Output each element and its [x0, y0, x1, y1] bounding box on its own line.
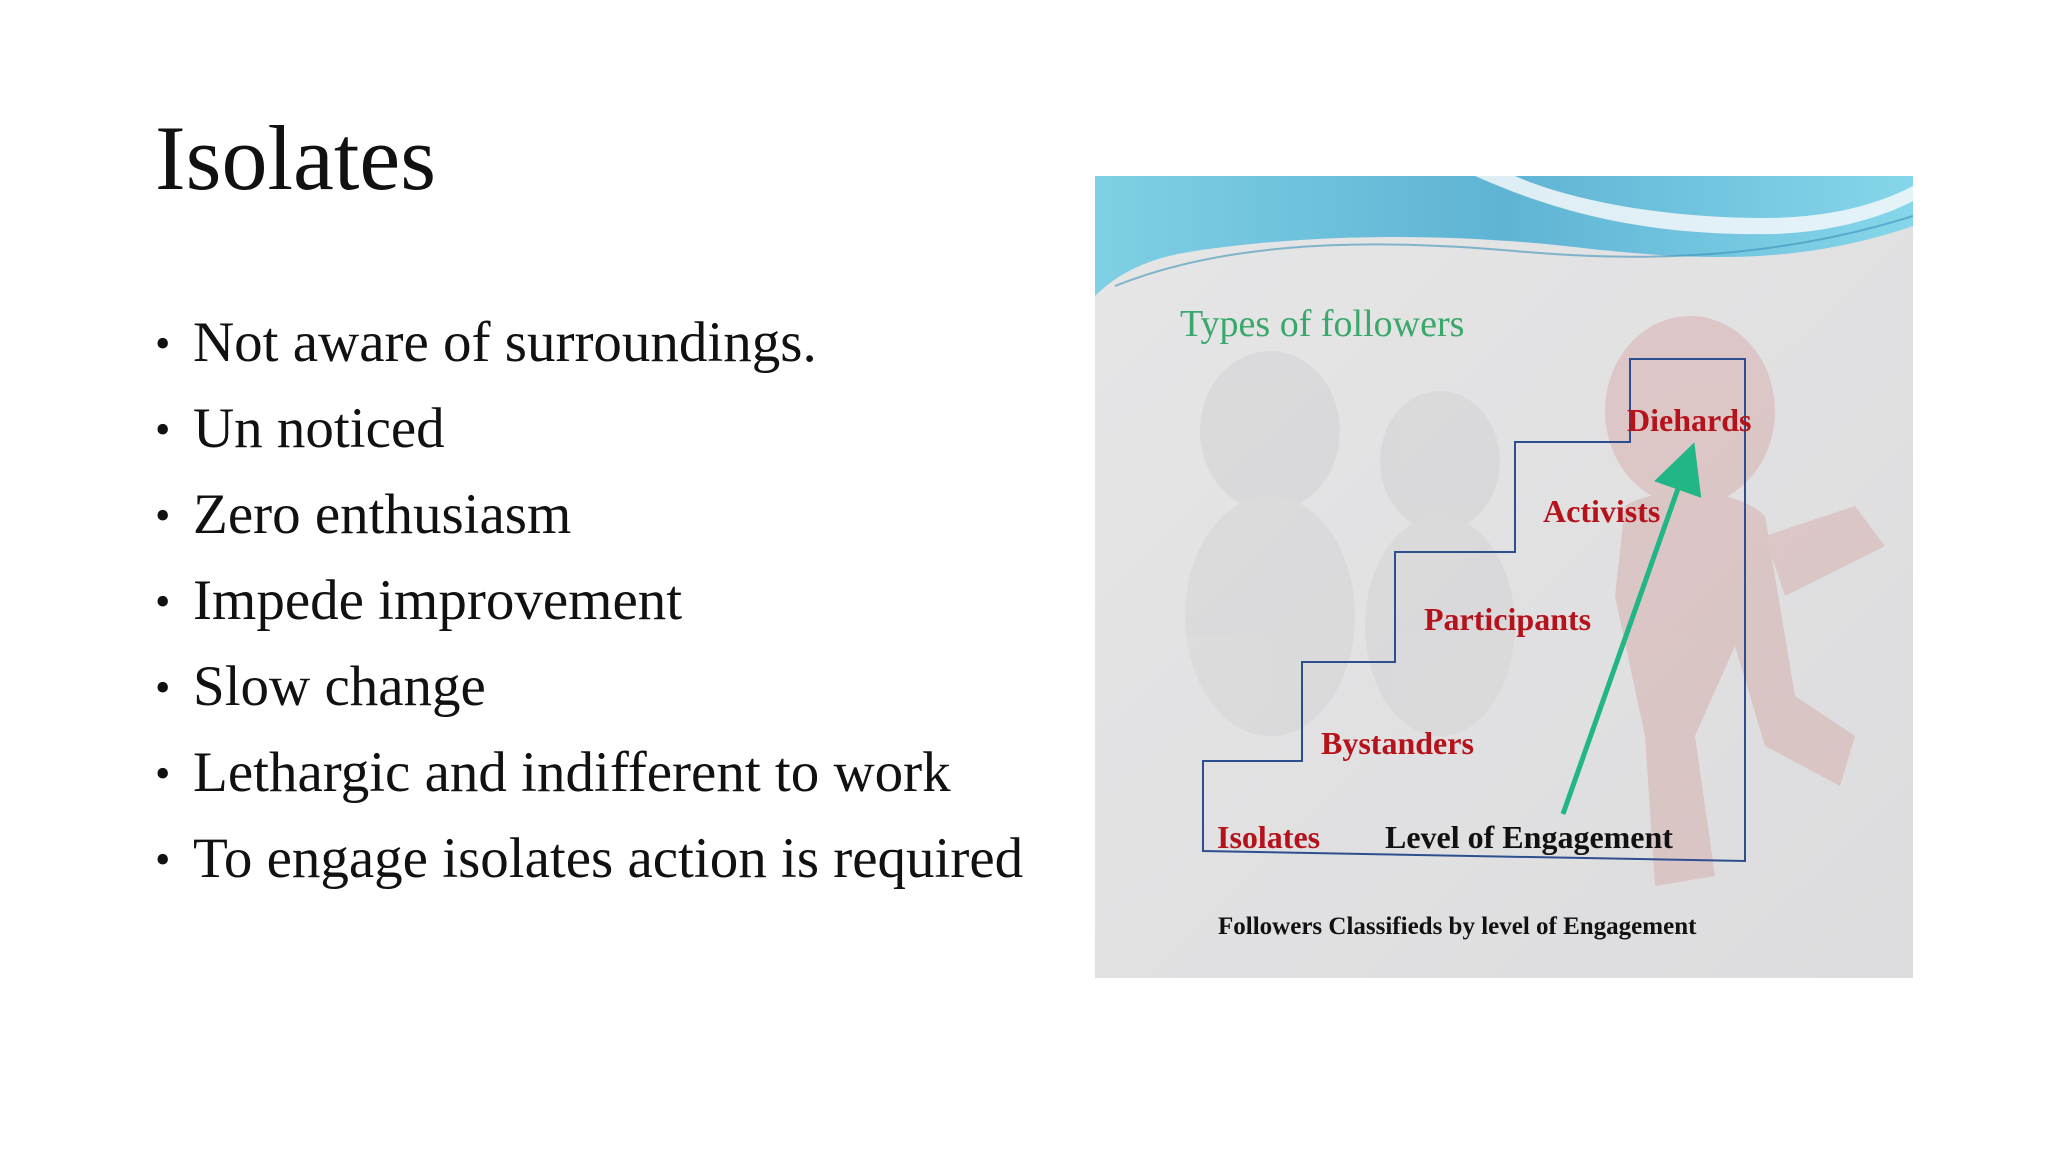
bullet-dot-icon: •	[155, 491, 171, 540]
step-label-diehards: Diehards	[1627, 402, 1751, 438]
bullet-item: • Lethargic and indifferent to work	[155, 730, 1023, 816]
runner-figure-illustration	[1605, 316, 1885, 886]
wave-band	[1095, 176, 1913, 296]
bullet-text: Un noticed	[193, 397, 445, 460]
wave-highlight	[1475, 176, 1913, 235]
bullet-item: • Un noticed	[155, 386, 1023, 472]
diagram-caption: Followers Classifieds by level of Engage…	[1218, 913, 1697, 940]
bullet-item: • Impede improvement	[155, 558, 1023, 644]
diagram-background	[1095, 176, 1913, 978]
step-label-isolates: Isolates	[1217, 819, 1320, 855]
diagram-heading: Types of followers	[1180, 303, 1464, 345]
bullet-text: Slow change	[193, 655, 486, 718]
engagement-arrow	[1560, 442, 1702, 815]
bullet-item: • Slow change	[155, 644, 1023, 730]
bullet-dot-icon: •	[155, 835, 171, 884]
wave-line	[1114, 215, 1913, 287]
step-label-activists: Activists	[1543, 493, 1660, 529]
bullet-item: • Zero enthusiasm	[155, 472, 1023, 558]
bullet-text: Impede improvement	[193, 569, 683, 632]
followers-diagram-image: Types of followers Isolates Bystanders P…	[1095, 176, 1913, 978]
bullet-dot-icon: •	[155, 405, 171, 454]
bullet-text: Lethargic and indifferent to work	[193, 741, 951, 804]
bullet-text: Zero enthusiasm	[193, 483, 572, 546]
step-label-participants: Participants	[1424, 601, 1591, 637]
bullet-item: • Not aware of surroundings.	[155, 300, 1023, 386]
staircase-outline	[1202, 358, 1746, 863]
bullet-text: Not aware of surroundings.	[193, 311, 817, 374]
bullet-list: •Not aware of surroundings. •Un noticed …	[155, 300, 1023, 902]
bullet-dot-icon: •	[155, 749, 171, 798]
followers-diagram-svg: Types of followers Isolates Bystanders P…	[1095, 176, 1913, 978]
bullet-dot-icon: •	[155, 663, 171, 712]
step-label-bystanders: Bystanders	[1321, 725, 1474, 761]
bullet-dot-icon: •	[155, 319, 171, 368]
slide-title: Isolates	[155, 107, 437, 209]
bullet-item: • To engage isolates action is required	[155, 816, 1023, 902]
bullet-dot-icon: •	[155, 577, 171, 626]
axis-label: Level of Engagement	[1385, 819, 1673, 855]
faded-figures-illustration	[1185, 351, 1515, 736]
bullet-text: To engage isolates action is required	[193, 827, 1024, 890]
